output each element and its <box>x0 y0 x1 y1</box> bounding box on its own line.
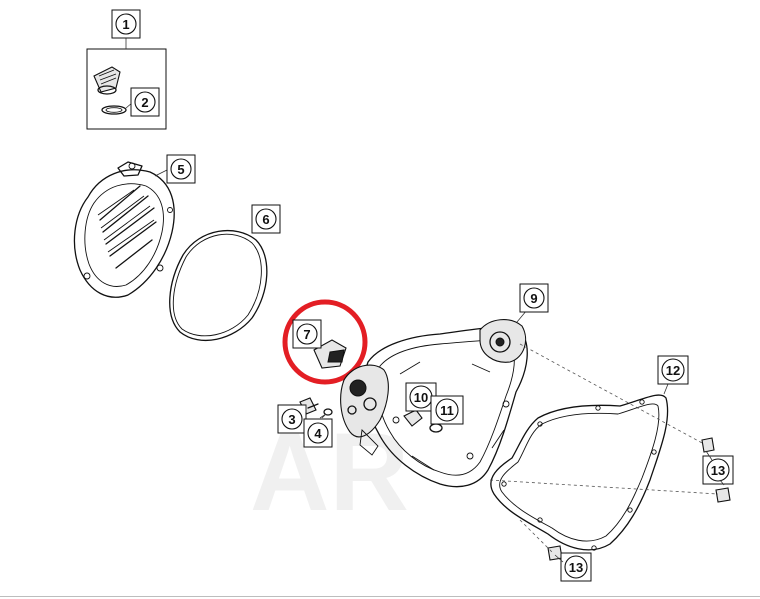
gasket-part-12 <box>490 383 669 551</box>
alignment-line-2 <box>489 479 719 495</box>
o-ring-part-2 <box>101 105 127 115</box>
bottom-border <box>0 596 760 597</box>
svg-text:12: 12 <box>666 363 680 378</box>
callout-12: 12 <box>657 355 689 385</box>
svg-text:4: 4 <box>314 426 322 441</box>
callout-9: 9 <box>519 283 549 313</box>
alignment-line-1 <box>519 343 705 445</box>
svg-text:11: 11 <box>440 403 454 418</box>
callout-11: 11 <box>430 395 464 425</box>
callout-1: 1 <box>111 9 141 39</box>
svg-text:2: 2 <box>141 95 148 110</box>
callout-7: 7 <box>292 319 322 349</box>
svg-text:3: 3 <box>288 412 295 427</box>
callout-5: 5 <box>166 154 196 184</box>
callout-6: 6 <box>251 204 281 234</box>
gasket-part-6 <box>169 222 268 341</box>
svg-text:1: 1 <box>122 17 129 32</box>
svg-text:13: 13 <box>569 560 583 575</box>
callout-13-bottom: 13 <box>560 552 592 582</box>
callout-2: 2 <box>130 87 160 117</box>
svg-text:7: 7 <box>303 327 310 342</box>
callout-3: 3 <box>277 404 307 434</box>
dowel-pin-part-13a <box>701 437 731 503</box>
oil-filler-plug <box>93 66 121 95</box>
svg-text:10: 10 <box>414 390 428 405</box>
svg-text:13: 13 <box>711 463 725 478</box>
part-group-1 <box>86 38 167 130</box>
svg-text:6: 6 <box>262 212 269 227</box>
alignment-line-3 <box>519 519 553 553</box>
dowel-pin-part-13b <box>547 545 563 561</box>
callout-4: 4 <box>303 418 333 448</box>
svg-text:9: 9 <box>530 291 537 306</box>
highlight-circle <box>282 299 368 385</box>
ignition-cover-part-9 <box>340 309 528 488</box>
callout-13-right: 13 <box>702 455 734 485</box>
clutch-cover-part-5 <box>73 161 175 298</box>
group-frame <box>86 48 167 130</box>
svg-text:5: 5 <box>177 162 184 177</box>
